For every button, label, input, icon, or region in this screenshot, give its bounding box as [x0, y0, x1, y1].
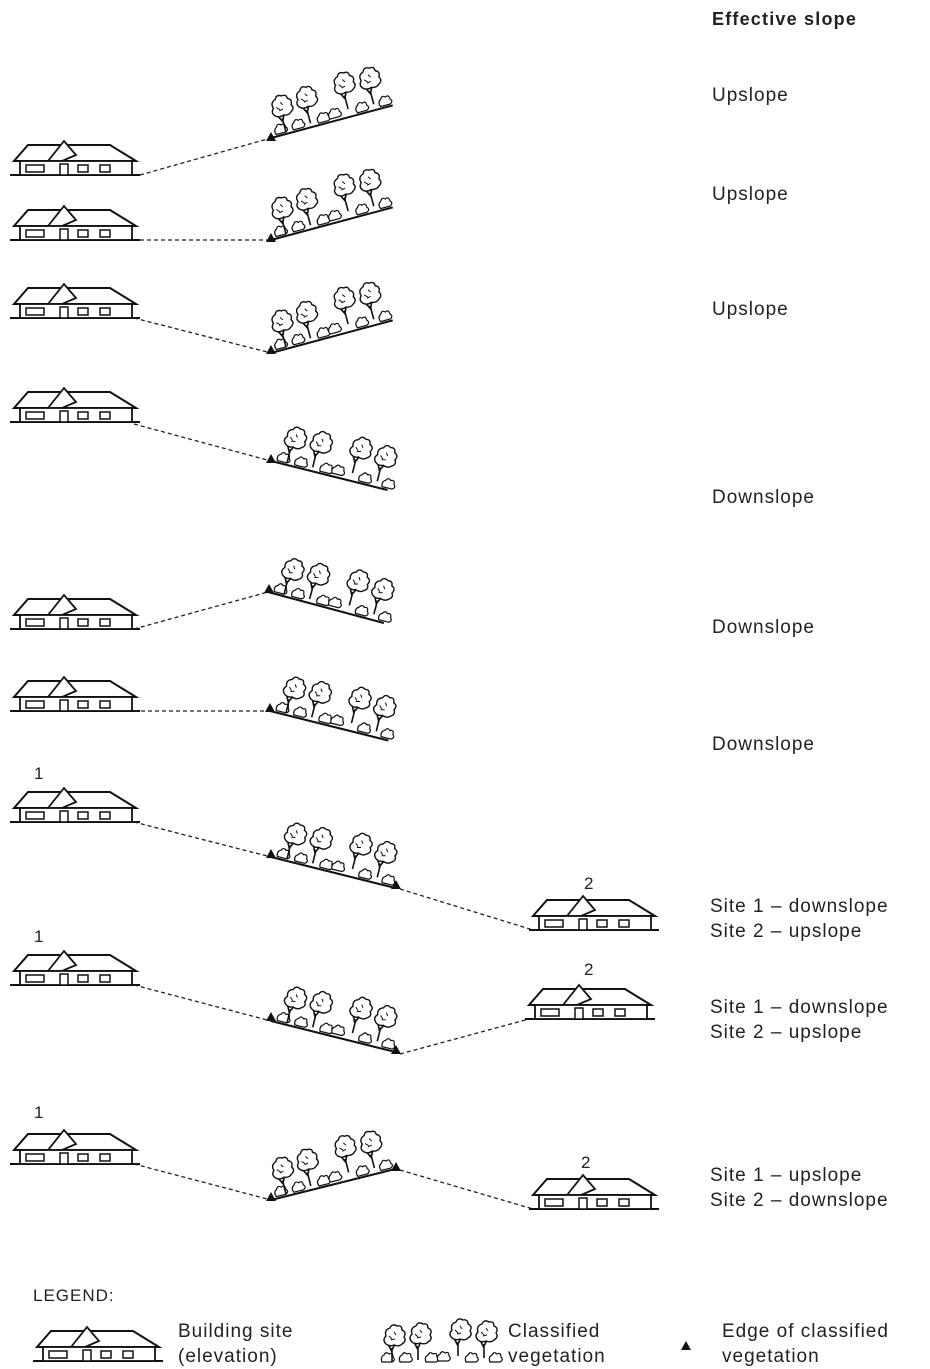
building-icon — [32, 1326, 164, 1362]
edge-triangle-icon — [266, 345, 276, 354]
building-icon — [9, 594, 141, 630]
scenario-row-7: 1 2 — [9, 764, 660, 931]
building-icon — [9, 950, 141, 986]
edge-triangle-icon — [265, 703, 275, 712]
edge-triangle-icon — [266, 132, 276, 141]
vegetation-icon — [267, 548, 402, 625]
slope-label-row-8-site-1: Site 1 – downslope — [710, 997, 889, 1018]
vegetation-icon — [269, 667, 403, 742]
building-icon — [528, 1174, 660, 1210]
slope-label-row-7-site-2: Site 2 – upslope — [710, 921, 862, 942]
legend-edge-line-1: Edge of classified — [722, 1321, 889, 1342]
site-number-2: 2 — [581, 1153, 591, 1172]
vegetation-icon — [270, 813, 406, 889]
vegetation-icon — [259, 62, 393, 139]
scenario-row-2 — [9, 164, 393, 242]
scenario-row-1 — [9, 62, 393, 176]
scenario-row-6 — [9, 667, 403, 742]
site-number-2: 2 — [584, 874, 594, 893]
edge-triangle-icon — [391, 1045, 401, 1054]
vegetation-icon — [270, 977, 406, 1053]
site-number-1: 1 — [34, 927, 44, 946]
slope-label-row-5: Downslope — [712, 617, 815, 638]
edge-triangle-icon — [264, 584, 274, 593]
slope-label-row-2: Upslope — [712, 184, 789, 205]
edge-triangle-icon — [266, 454, 276, 463]
slope-label-row-8-site-2: Site 2 – upslope — [710, 1022, 862, 1043]
legend-edge-line-2: vegetation — [722, 1346, 820, 1367]
building-icon — [9, 205, 141, 241]
legend-building-line-2: (elevation) — [178, 1346, 278, 1367]
legend: LEGEND: Building site (elevation) Classi… — [32, 1286, 889, 1367]
edge-triangle-icon — [391, 1162, 401, 1171]
building-icon — [528, 895, 660, 931]
vegetation-icon — [381, 1319, 502, 1362]
slope-label-row-7-site-1: Site 1 – downslope — [710, 896, 889, 917]
slope-label-row-9-site-1: Site 1 – upslope — [710, 1165, 862, 1186]
legend-vegetation-line-1: Classified — [508, 1321, 600, 1342]
legend-building-line-1: Building site — [178, 1321, 293, 1342]
building-icon — [9, 787, 141, 823]
scenario-row-5 — [9, 548, 402, 630]
scenario-row-8: 1 2 — [9, 927, 656, 1055]
vegetation-icon — [260, 1125, 398, 1201]
site-number-1: 1 — [34, 1103, 44, 1122]
scenario-row-3 — [9, 277, 393, 354]
edge-triangle-icon — [681, 1341, 691, 1350]
legend-vegetation-line-2: vegetation — [508, 1346, 606, 1367]
slope-label-row-9-site-2: Site 2 – downslope — [710, 1190, 889, 1211]
vegetation-icon — [259, 277, 393, 354]
site-number-2: 2 — [584, 960, 594, 979]
building-icon — [9, 1129, 141, 1165]
legend-title: LEGEND: — [33, 1286, 115, 1305]
vegetation-icon — [270, 417, 404, 492]
edge-triangle-icon — [266, 233, 276, 242]
building-icon — [9, 140, 141, 176]
slope-label-row-1: Upslope — [712, 85, 789, 106]
scenario-row-4 — [9, 387, 404, 492]
edge-triangle-icon — [266, 1192, 276, 1201]
edge-triangle-icon — [391, 880, 401, 889]
edge-triangle-icon — [266, 849, 276, 858]
edge-triangle-icon — [266, 1012, 276, 1021]
scenario-row-9: 1 2 — [9, 1103, 660, 1210]
building-icon — [9, 387, 141, 423]
site-number-1: 1 — [34, 764, 44, 783]
building-icon — [524, 984, 656, 1020]
vegetation-icon — [259, 164, 393, 241]
slope-label-row-6: Downslope — [712, 734, 815, 755]
building-icon — [9, 283, 141, 319]
effective-slope-heading: Effective slope — [712, 9, 857, 29]
building-icon — [9, 676, 141, 712]
slope-label-row-3: Upslope — [712, 299, 789, 320]
slope-label-row-4: Downslope — [712, 487, 815, 508]
